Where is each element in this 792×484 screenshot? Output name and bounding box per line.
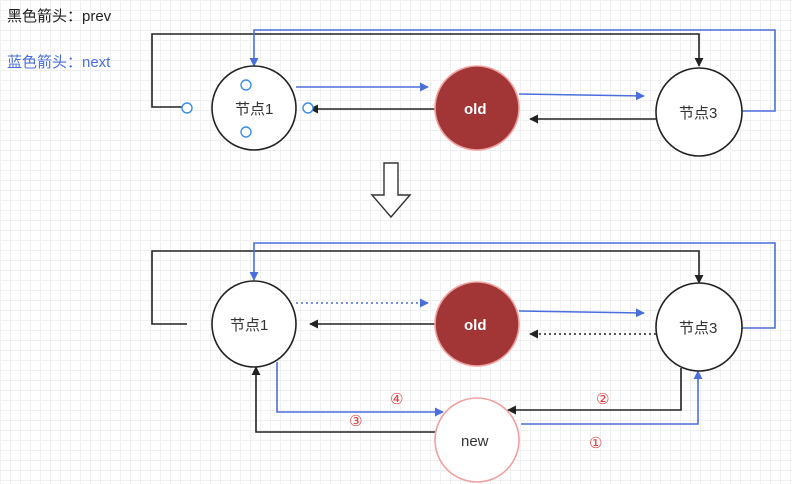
top-old-to-node3-arrow bbox=[518, 91, 645, 101]
top-node1: 节点1 bbox=[211, 65, 297, 151]
legend-next: 蓝色箭头：next bbox=[7, 54, 111, 71]
step-label-1: ① bbox=[589, 434, 602, 452]
top-prev-loop-arrow bbox=[151, 33, 704, 108]
bottom-diagram: 节点1 old 节点3 new ① ② ③ ④ bbox=[151, 242, 776, 483]
top-old-label: old bbox=[464, 101, 487, 118]
top-handle-top bbox=[240, 79, 252, 91]
step-label-3: ③ bbox=[349, 412, 362, 430]
bottom-node1-label: 节点1 bbox=[230, 317, 268, 334]
top-handle-right bbox=[302, 102, 314, 114]
legend-prev: 黑色箭头：prev bbox=[7, 8, 112, 25]
top-node3-label: 节点3 bbox=[679, 105, 717, 122]
step3-new-to-node1-arrow bbox=[251, 366, 436, 433]
bottom-old-to-node3-arrow bbox=[518, 308, 645, 318]
bottom-new-node: new bbox=[434, 397, 520, 483]
top-next-loop-arrow bbox=[249, 29, 776, 112]
top-handle-bottom bbox=[240, 126, 252, 138]
bottom-node3: 节点3 bbox=[655, 282, 743, 372]
top-node1-label: 节点1 bbox=[235, 101, 273, 118]
bottom-prev-loop-arrow bbox=[151, 250, 704, 325]
top-old-node: old bbox=[434, 65, 520, 151]
top-node3: 节点3 bbox=[655, 67, 743, 157]
step-label-2: ② bbox=[596, 390, 609, 408]
bottom-new-label: new bbox=[461, 433, 489, 450]
bottom-old-node: old bbox=[434, 281, 520, 367]
step2-node3-to-new-arrow bbox=[507, 368, 682, 415]
top-handle-left bbox=[181, 102, 193, 114]
step-label-4: ④ bbox=[390, 390, 403, 408]
step4-node1-to-new-arrow bbox=[276, 362, 444, 417]
bottom-node1: 节点1 bbox=[211, 280, 297, 368]
down-arrow-icon bbox=[370, 162, 412, 219]
step1-new-to-node3-arrow bbox=[521, 370, 703, 425]
bottom-next-loop-arrow bbox=[249, 242, 776, 329]
bottom-node3-label: 节点3 bbox=[679, 320, 717, 337]
top-diagram: 节点1 old 节点3 bbox=[151, 29, 776, 157]
bottom-old-label: old bbox=[464, 317, 487, 334]
